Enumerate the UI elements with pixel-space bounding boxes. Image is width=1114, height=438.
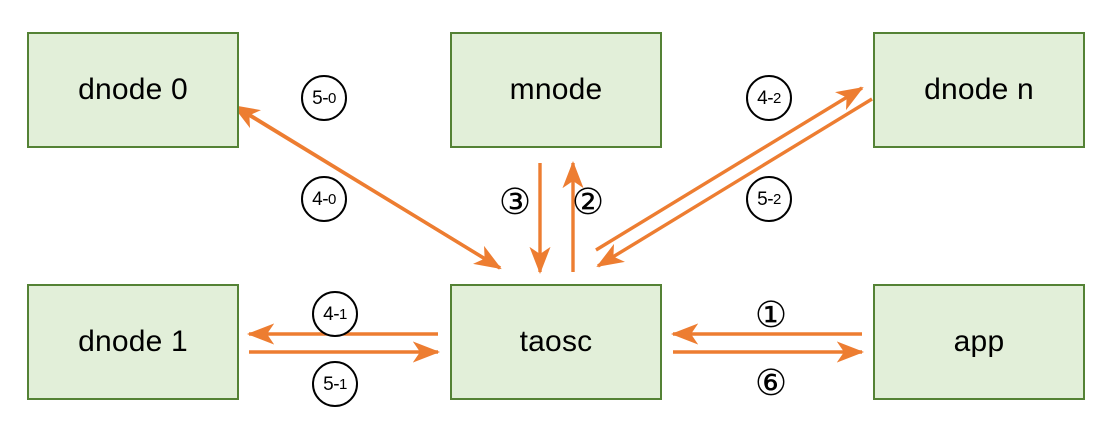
edge-badge-5-0-main: 5	[312, 87, 323, 109]
node-label-taosc: taosc	[519, 325, 593, 358]
edge-badge-4-1-main: 4	[323, 303, 334, 325]
arrow-4-0	[244, 110, 502, 270]
edge-badge-5-1-sep: -	[333, 373, 340, 395]
edge-badge-4-1-sep: -	[333, 303, 340, 325]
edge-badge-4-1: 4-1	[312, 291, 358, 337]
node-app[interactable]: app	[873, 284, 1085, 400]
arrow-4-2	[595, 86, 864, 252]
edge-badge-5-2: 5-2	[746, 176, 792, 222]
node-taosc[interactable]: taosc	[450, 284, 662, 400]
edge-badge-5-1-sub: 1	[339, 375, 347, 393]
edge-badge-5-2-main: 5	[757, 188, 768, 210]
edge-badge-5-0-sub: 0	[328, 89, 336, 107]
edge-badge-4-0: 4-0	[301, 176, 347, 222]
edge-badge-4-0-main: 4	[312, 188, 323, 210]
edge-badge-1: ①	[754, 295, 788, 336]
edge-badge-4-0-sep: -	[322, 188, 329, 210]
edge-badge-4-2-sep: -	[767, 87, 774, 109]
edge-badge-5-2-sub: 2	[773, 190, 781, 208]
edge-badge-2: ②	[571, 182, 605, 223]
arrow-5-2	[596, 97, 873, 268]
edge-badge-4-1-sub: 1	[339, 305, 347, 323]
node-label-dnode-1: dnode 1	[78, 325, 188, 358]
node-label-dnode-n: dnode n	[924, 73, 1034, 106]
edge-badge-5-1: 5-1	[312, 361, 358, 407]
node-label-mnode: mnode	[509, 73, 603, 106]
node-label-dnode-0: dnode 0	[78, 73, 188, 106]
edge-badge-5-0-sep: -	[322, 87, 329, 109]
edge-badge-3: ③	[498, 182, 532, 223]
node-dnode-n[interactable]: dnode n	[873, 32, 1085, 148]
node-label-app: app	[953, 325, 1005, 358]
node-dnode-1[interactable]: dnode 1	[27, 284, 239, 400]
edge-badge-4-2-sub: 2	[773, 89, 781, 107]
edge-badge-5-1-main: 5	[323, 373, 334, 395]
edge-badge-5-0: 5-0	[301, 75, 347, 121]
edge-badge-4-2-main: 4	[757, 87, 768, 109]
edge-badge-4-0-sub: 0	[328, 190, 336, 208]
edge-badge-6: ⑥	[754, 363, 788, 404]
edge-badge-5-2-sep: -	[767, 188, 774, 210]
node-dnode-0[interactable]: dnode 0	[27, 32, 239, 148]
node-mnode[interactable]: mnode	[450, 32, 662, 148]
edge-badge-4-2: 4-2	[746, 75, 792, 121]
